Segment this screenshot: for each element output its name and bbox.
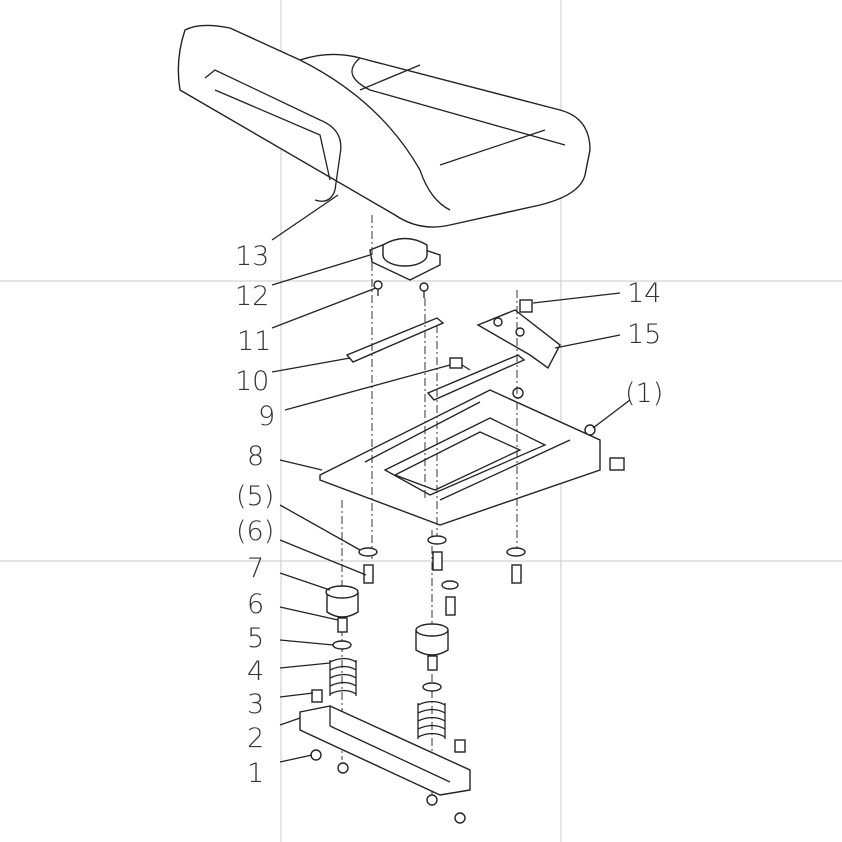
label-14: 14 [627, 278, 661, 309]
callout-labels: 13 12 11 10 9 8 (5) (6) 7 6 5 4 3 2 1 14… [235, 241, 663, 789]
screws [373, 280, 429, 298]
label-6-ref: (6) [236, 516, 274, 547]
label-9: 9 [258, 401, 275, 432]
label-4: 4 [247, 656, 264, 687]
label-12: 12 [235, 281, 269, 312]
label-15: 15 [627, 319, 661, 350]
rubber-caps [325, 585, 449, 692]
label-7: 7 [247, 553, 264, 584]
label-13: 13 [235, 241, 269, 272]
label-11: 11 [237, 326, 271, 357]
seat-plate [319, 389, 625, 526]
seat-switch [369, 237, 441, 281]
base-frame [299, 689, 471, 824]
label-1: 1 [247, 758, 264, 789]
label-6: 6 [247, 589, 264, 620]
springs [329, 657, 446, 739]
label-3: 3 [247, 689, 264, 720]
seat-cushion [177, 24, 591, 228]
bracket [476, 299, 561, 399]
label-5-ref: (5) [236, 481, 274, 512]
label-5: 5 [247, 623, 264, 654]
label-10: 10 [235, 366, 269, 397]
bolt [449, 357, 471, 371]
leader-lines [271, 194, 631, 763]
label-8: 8 [247, 441, 264, 472]
fasteners [358, 535, 526, 616]
seat-rails [345, 317, 526, 401]
label-2: 2 [247, 723, 264, 754]
label-1-ref: (1) [625, 378, 663, 409]
